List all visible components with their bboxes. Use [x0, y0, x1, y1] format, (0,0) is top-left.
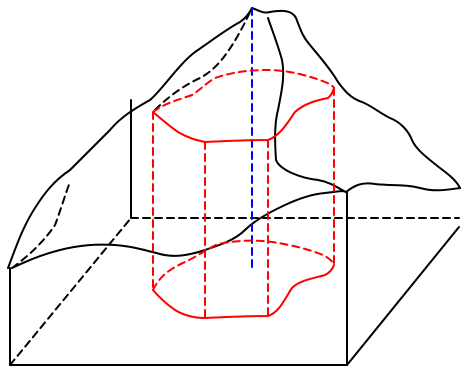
base-box — [9, 99, 460, 366]
hidden-box-edges — [9, 7, 460, 366]
terrain-left-slope — [7, 7, 253, 269]
hidden-ridge-line — [11, 181, 71, 269]
section-prism — [152, 69, 335, 319]
bottom-section-front — [152, 264, 335, 319]
box-bottom-right-edge — [346, 226, 460, 366]
terrain-right-foot — [345, 182, 461, 193]
top-section-back — [152, 69, 335, 113]
terrain-surface — [7, 7, 461, 269]
bottom-section-back — [152, 239, 335, 291]
top-section-front — [152, 87, 335, 143]
hidden-summit-line — [154, 7, 253, 111]
terrain-right-slope — [251, 7, 461, 189]
hidden-diagonal-edge — [9, 217, 132, 366]
